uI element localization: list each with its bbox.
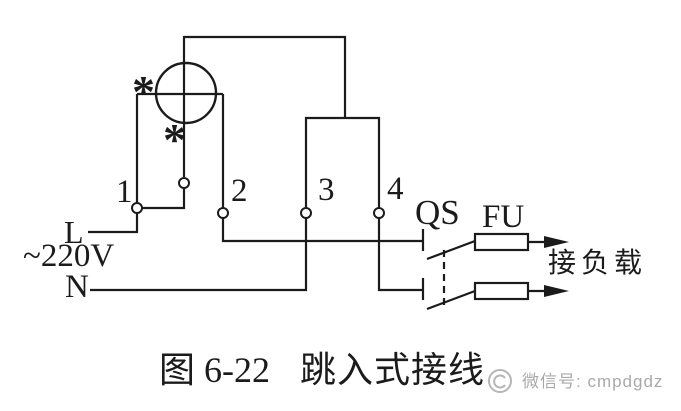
line-l-wire	[88, 213, 139, 234]
load-bottom-arrowhead-icon	[544, 285, 569, 297]
terminal-1-screw	[131, 202, 143, 214]
terminal-3-label: 3	[318, 172, 335, 208]
figure-number: 图 6-22	[159, 350, 270, 390]
terminal-1-label: 1	[116, 174, 133, 210]
line-l-label: L	[64, 214, 84, 250]
terminal-2-label: 2	[231, 173, 248, 209]
qs-bottom-blade	[426, 289, 476, 311]
terminal-2-load-wire	[221, 218, 422, 243]
polarity-asterisk-voltage-coil: *	[163, 114, 186, 165]
voltage-tap-screw	[178, 177, 190, 189]
neutral-n-wire	[90, 218, 308, 292]
supply-voltage-label: ~220V	[23, 238, 115, 274]
figure-caption: 图 6-22 跳入式接线	[159, 352, 485, 388]
neutral-n-label: N	[65, 269, 89, 305]
to-load-label: 接负载	[548, 248, 648, 279]
switch-qs-label: QS	[415, 193, 460, 232]
terminal-2-screw	[217, 207, 229, 219]
terminal-3-screw	[300, 207, 312, 219]
voltage-coil-top-wire	[182, 35, 347, 177]
terminal-4-load-wire	[377, 218, 422, 292]
watermark: 微信号: cmpdgdz	[487, 368, 663, 395]
meter-circle	[154, 61, 218, 125]
figure-title: 跳入式接线	[300, 350, 486, 390]
fuse-fu-label: FU	[482, 199, 525, 235]
load-top-arrowhead-icon	[544, 236, 569, 248]
qs-top-blade	[426, 239, 476, 261]
voltage-tap-wire	[142, 188, 186, 210]
fuse-top-symbol	[473, 232, 530, 252]
terminal-4-label: 4	[387, 171, 404, 207]
watermark-logo-icon	[488, 369, 512, 393]
watermark-text: 微信号: cmpdgdz	[522, 372, 664, 391]
fuse-bottom-symbol	[473, 281, 530, 301]
terminal-4-screw	[373, 207, 385, 219]
polarity-asterisk-current-coil: *	[132, 66, 155, 117]
terminal-3-4-bridge-wire	[304, 116, 381, 208]
